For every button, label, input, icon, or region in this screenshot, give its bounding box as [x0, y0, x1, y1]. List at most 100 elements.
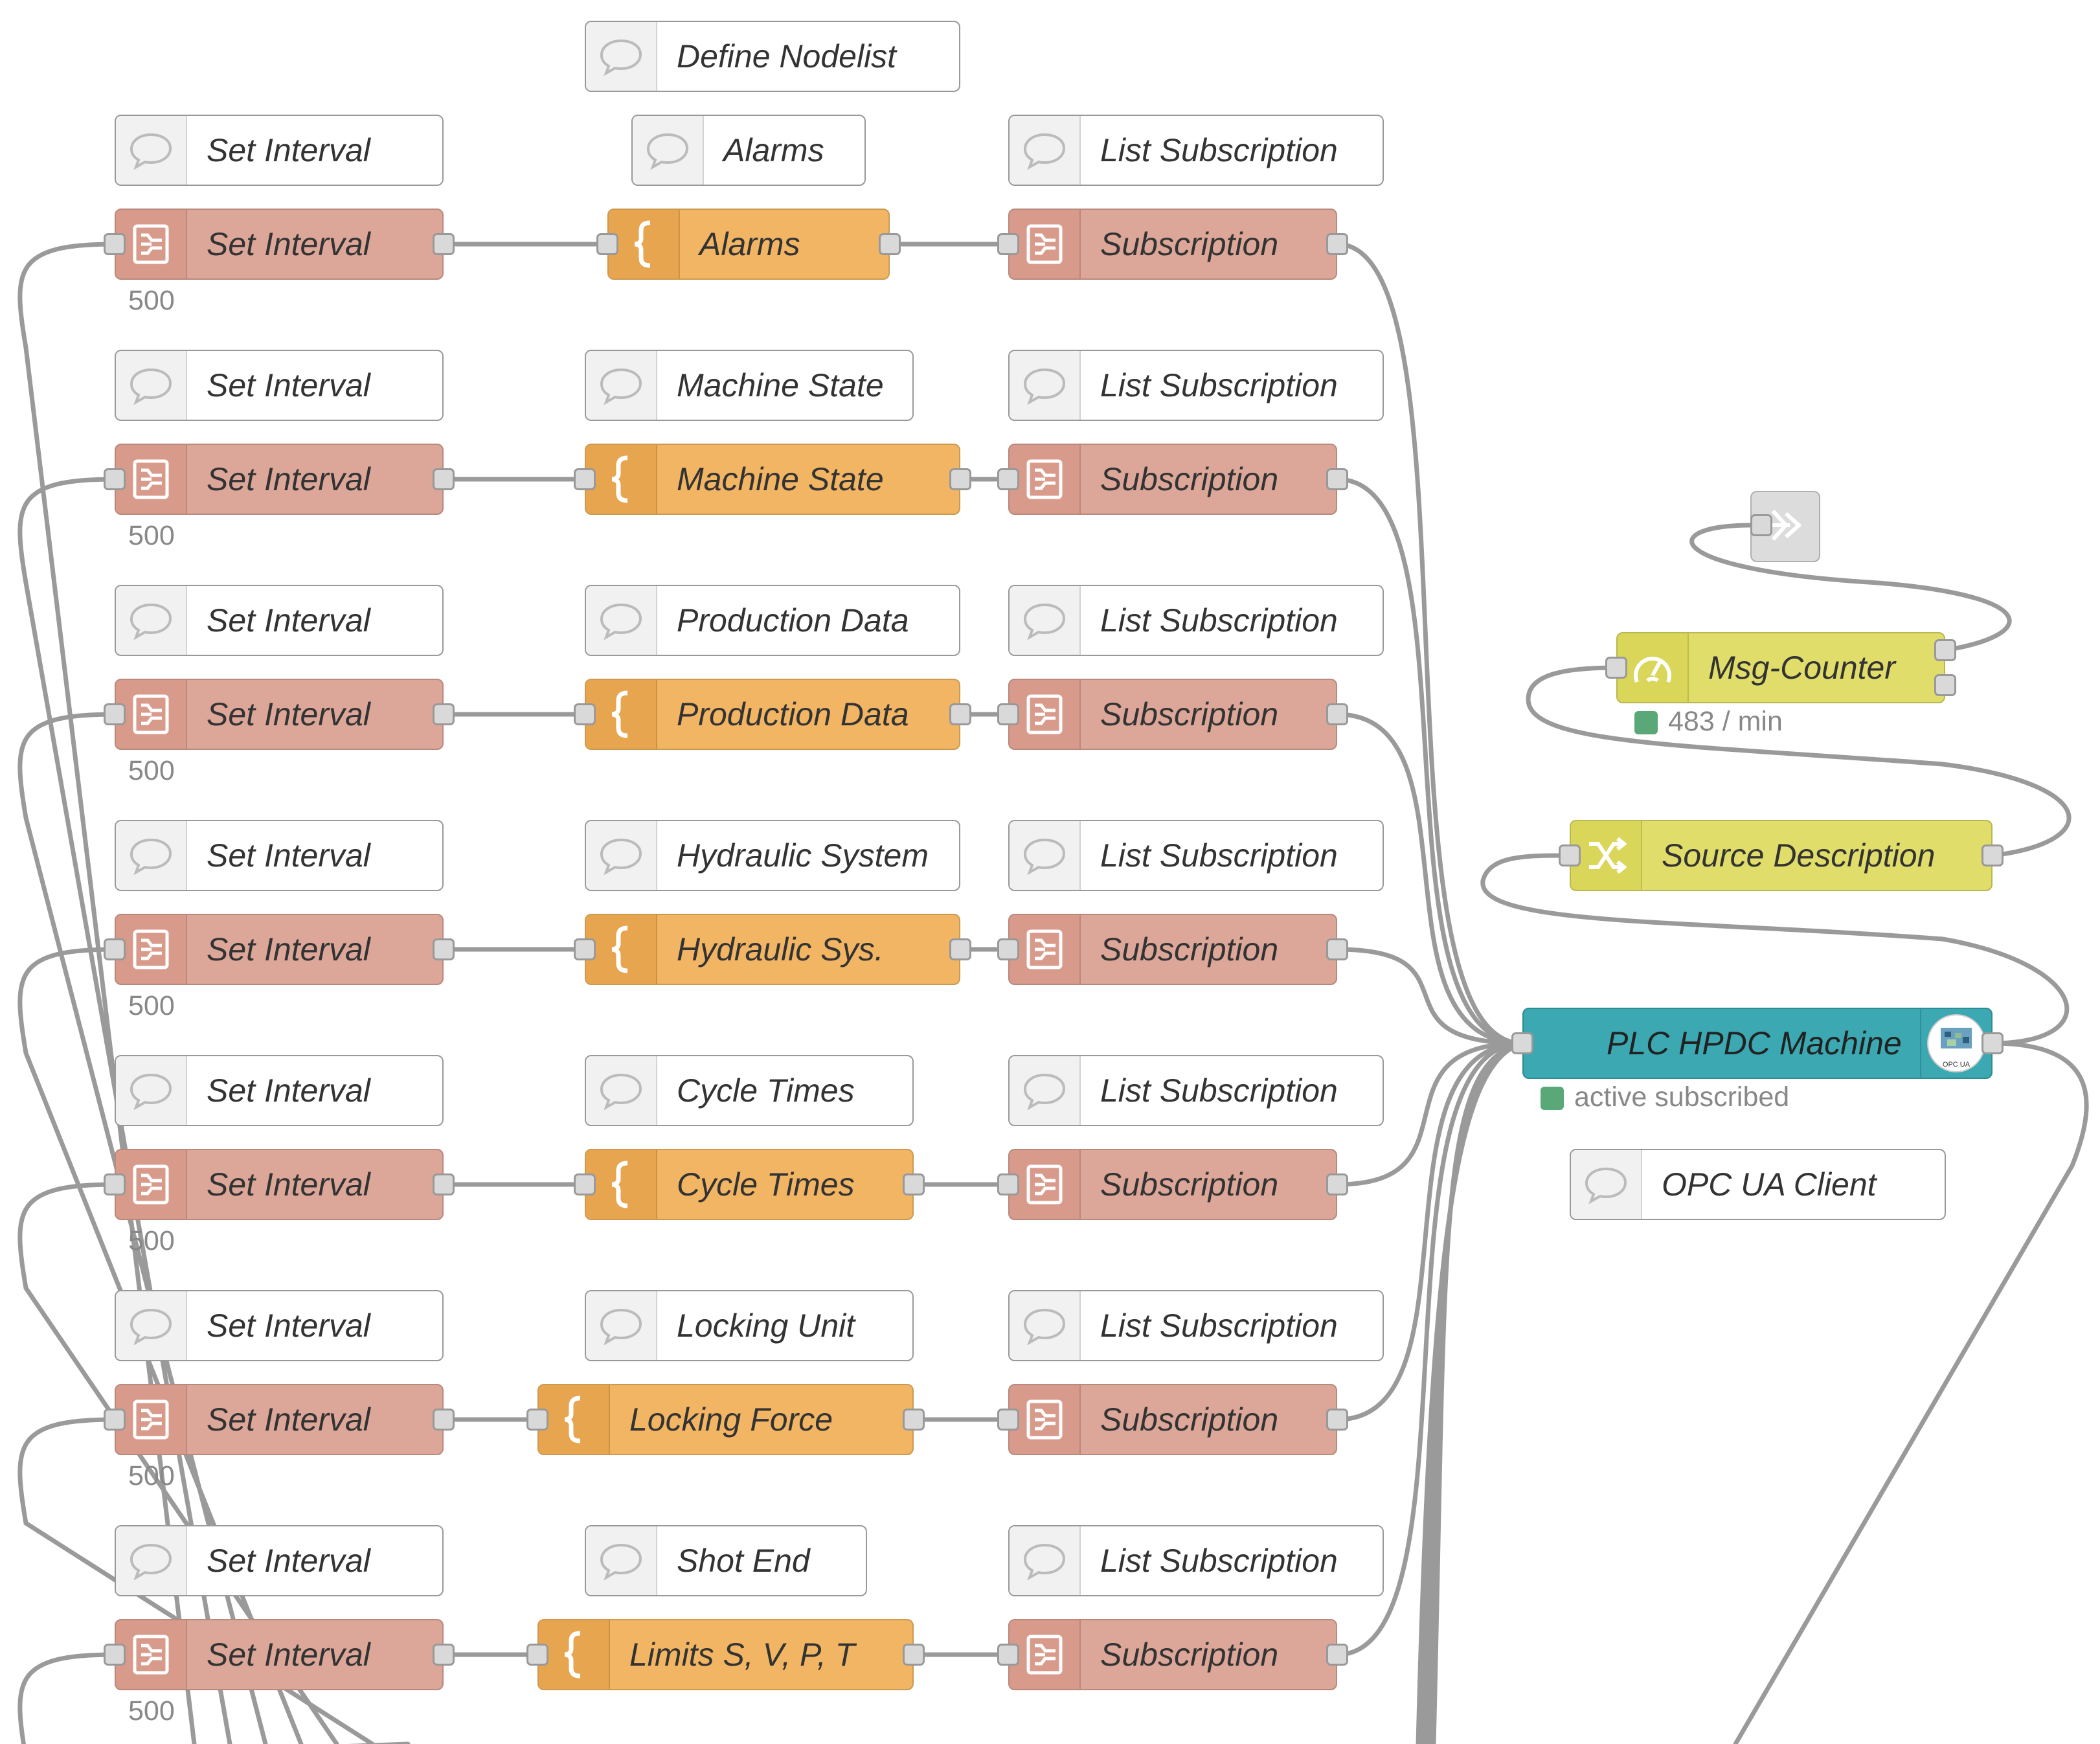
inject-node[interactable]: Set Interval — [115, 1149, 444, 1220]
comment-hydraulic-system[interactable]: Hydraulic System — [585, 820, 960, 891]
output-port[interactable] — [1934, 674, 1956, 696]
output-port[interactable] — [1326, 1173, 1348, 1195]
input-port[interactable] — [1559, 844, 1581, 866]
input-port[interactable] — [997, 703, 1019, 725]
output-port[interactable] — [949, 468, 971, 490]
output-port[interactable] — [1934, 639, 1956, 661]
comment-locking-unit[interactable]: Locking Unit — [585, 1290, 914, 1361]
input-port[interactable] — [526, 1409, 548, 1431]
comment-label: Define Nodelist — [677, 38, 897, 74]
function-node-locking-force[interactable]: Locking Force — [537, 1384, 914, 1455]
comment-list-subscription[interactable]: List Subscription — [1008, 350, 1384, 421]
input-port[interactable] — [596, 233, 618, 255]
function-label: Cycle Times — [677, 1166, 855, 1203]
source-description-node[interactable]: Source Description — [1570, 820, 1993, 891]
subscription-node[interactable]: Subscription — [1008, 1619, 1337, 1690]
subscription-node[interactable]: Subscription — [1008, 1149, 1337, 1220]
subscription-node[interactable]: Subscription — [1008, 1384, 1337, 1455]
inject-node[interactable]: Set Interval — [115, 1384, 444, 1455]
function-node-hydraulic[interactable]: Hydraulic Sys. — [585, 914, 960, 985]
input-port[interactable] — [997, 1173, 1019, 1195]
input-port[interactable] — [104, 1644, 126, 1666]
output-port[interactable] — [433, 1644, 455, 1666]
input-port[interactable] — [1750, 514, 1772, 536]
function-node-cycle-times[interactable]: Cycle Times — [585, 1149, 914, 1220]
output-port[interactable] — [903, 1409, 925, 1431]
output-port[interactable] — [949, 703, 971, 725]
function-node-machine-state[interactable]: Machine State — [585, 444, 960, 515]
output-port[interactable] — [1981, 1032, 2004, 1054]
output-port[interactable] — [1326, 1644, 1348, 1666]
output-port[interactable] — [1326, 703, 1348, 725]
opc-ua-client-node[interactable]: PLC HPDC Machine OPC UA — [1522, 1008, 1993, 1079]
input-port[interactable] — [997, 233, 1019, 255]
output-port[interactable] — [433, 938, 455, 960]
inject-node[interactable]: Set Interval — [115, 914, 444, 985]
input-port[interactable] — [104, 938, 126, 960]
comment-cycle-times[interactable]: Cycle Times — [585, 1055, 914, 1126]
comment-alarms[interactable]: Alarms — [631, 115, 866, 186]
input-port[interactable] — [104, 233, 126, 255]
output-port[interactable] — [433, 703, 455, 725]
comment-list-subscription[interactable]: List Subscription — [1008, 115, 1384, 186]
subscription-node[interactable]: Subscription — [1008, 444, 1337, 515]
input-port[interactable] — [574, 703, 596, 725]
input-port[interactable] — [574, 938, 596, 960]
input-port[interactable] — [104, 468, 126, 490]
inject-node[interactable]: Set Interval — [115, 679, 444, 750]
input-port[interactable] — [104, 703, 126, 725]
comment-production-data[interactable]: Production Data — [585, 585, 960, 656]
comment-set-interval[interactable]: Set Interval — [115, 1290, 444, 1361]
output-port[interactable] — [1981, 844, 2004, 866]
input-port[interactable] — [526, 1644, 548, 1666]
input-port[interactable] — [574, 1173, 596, 1195]
function-node-limits[interactable]: Limits S, V, P, T — [537, 1619, 914, 1690]
input-port[interactable] — [1605, 657, 1627, 679]
function-node-production-data[interactable]: Production Data — [585, 679, 960, 750]
inject-node[interactable]: Set Interval — [115, 1619, 444, 1690]
comment-list-subscription[interactable]: List Subscription — [1008, 585, 1384, 656]
comment-opc-ua-client[interactable]: OPC UA Client — [1570, 1149, 1946, 1220]
comment-set-interval[interactable]: Set Interval — [115, 115, 444, 186]
output-port[interactable] — [433, 233, 455, 255]
comment-list-subscription[interactable]: List Subscription — [1008, 820, 1384, 891]
input-port[interactable] — [104, 1409, 126, 1431]
comment-list-subscription[interactable]: List Subscription — [1008, 1525, 1384, 1596]
output-port[interactable] — [903, 1644, 925, 1666]
inject-node[interactable]: Set Interval — [115, 444, 444, 515]
subscription-node[interactable]: Subscription — [1008, 914, 1337, 985]
inject-node[interactable]: Set Interval — [115, 209, 444, 280]
input-port[interactable] — [997, 938, 1019, 960]
comment-machine-state[interactable]: Machine State — [585, 350, 914, 421]
subscription-node[interactable]: Subscription — [1008, 209, 1337, 280]
output-port[interactable] — [1326, 1409, 1348, 1431]
input-port[interactable] — [104, 1173, 126, 1195]
output-port[interactable] — [1326, 938, 1348, 960]
output-port[interactable] — [433, 468, 455, 490]
comment-list-subscription[interactable]: List Subscription — [1008, 1055, 1384, 1126]
input-port[interactable] — [997, 468, 1019, 490]
function-node-alarms[interactable]: Alarms — [607, 209, 890, 280]
input-port[interactable] — [574, 468, 596, 490]
comment-set-interval[interactable]: Set Interval — [115, 350, 444, 421]
comment-set-interval[interactable]: Set Interval — [115, 1525, 444, 1596]
comment-list-subscription[interactable]: List Subscription — [1008, 1290, 1384, 1361]
comment-set-interval[interactable]: Set Interval — [115, 585, 444, 656]
output-port[interactable] — [1326, 233, 1348, 255]
input-port[interactable] — [997, 1409, 1019, 1431]
input-port[interactable] — [1511, 1032, 1533, 1054]
msg-counter-node[interactable]: Msg-Counter — [1616, 632, 1945, 703]
inject-list-icon — [1010, 1385, 1081, 1454]
output-port[interactable] — [879, 233, 901, 255]
output-port[interactable] — [433, 1409, 455, 1431]
comment-define-nodelist[interactable]: Define Nodelist — [585, 21, 960, 92]
comment-shot-end[interactable]: Shot End — [585, 1525, 867, 1596]
output-port[interactable] — [949, 938, 971, 960]
output-port[interactable] — [1326, 468, 1348, 490]
comment-set-interval[interactable]: Set Interval — [115, 820, 444, 891]
subscription-node[interactable]: Subscription — [1008, 679, 1337, 750]
output-port[interactable] — [433, 1173, 455, 1195]
output-port[interactable] — [903, 1173, 925, 1195]
comment-set-interval[interactable]: Set Interval — [115, 1055, 444, 1126]
input-port[interactable] — [997, 1644, 1019, 1666]
